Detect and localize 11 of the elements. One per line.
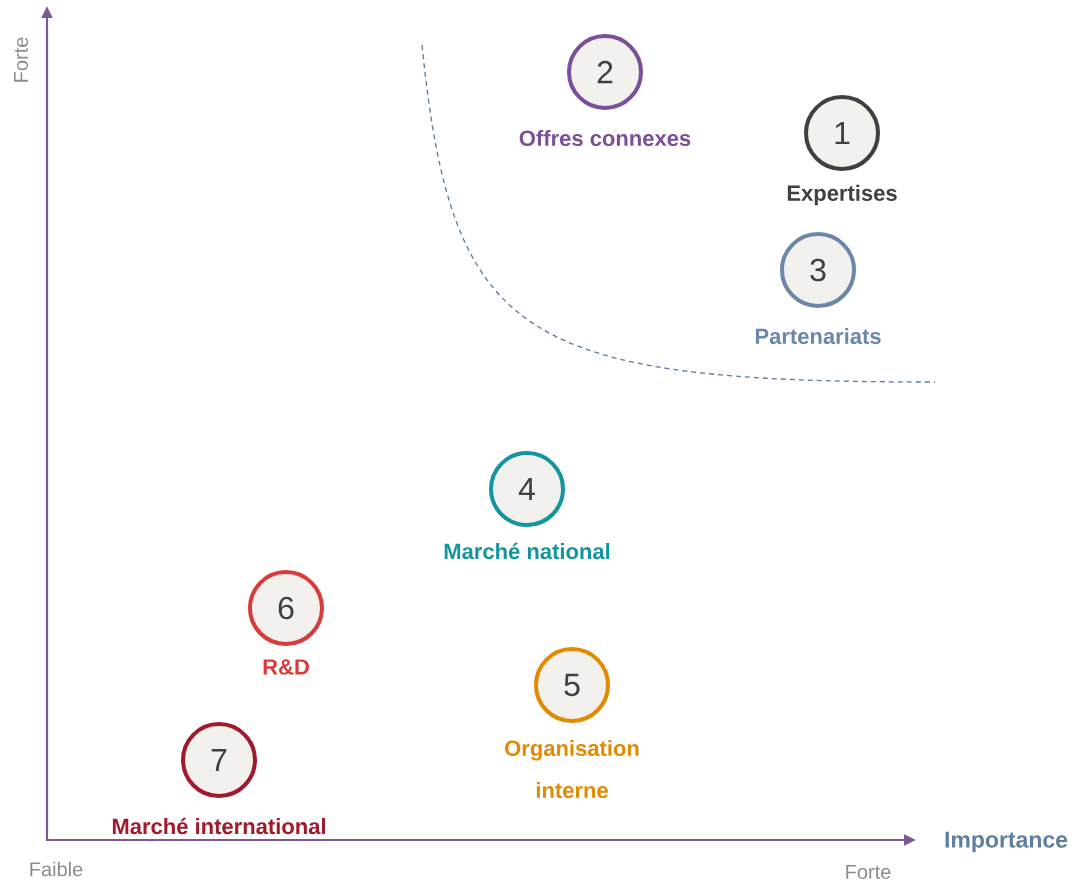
item-label: R&D <box>263 659 309 675</box>
item-label: Partenariats <box>755 327 881 345</box>
axis-title: Importance <box>945 831 1068 853</box>
axis-label: Forte <box>846 865 891 879</box>
item-label: Marché national <box>444 542 610 560</box>
item-label: Offres connexes <box>519 129 691 147</box>
item-label: Organisation interne <box>505 739 639 799</box>
axis-label: Forte <box>14 37 28 82</box>
axis-label: Faible <box>30 861 83 877</box>
item-label: Expertises <box>787 184 897 206</box>
item-label: Marché international <box>112 817 325 835</box>
